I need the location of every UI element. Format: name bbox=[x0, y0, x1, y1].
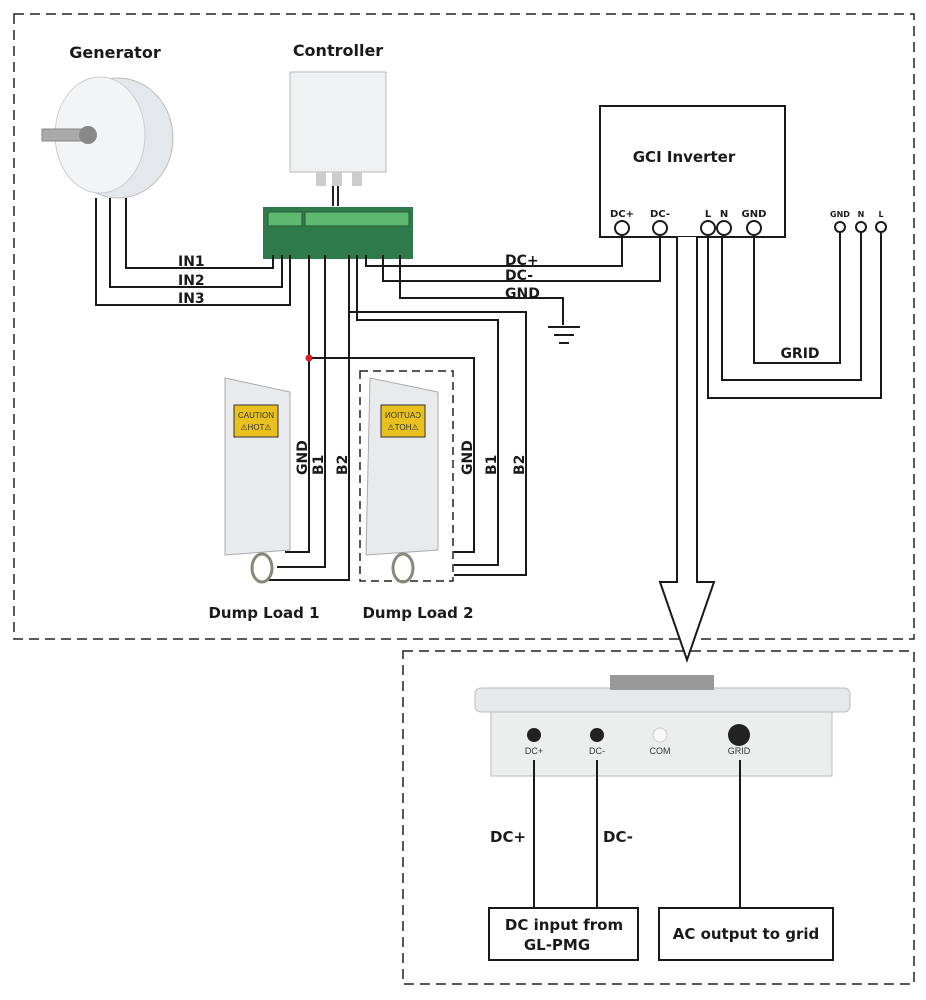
grid-label: GRID bbox=[780, 346, 819, 362]
terminal-icon bbox=[834, 221, 846, 233]
dump-load-2-frame bbox=[359, 370, 454, 582]
terminal-icon bbox=[716, 220, 732, 236]
b1-label-2: B1 bbox=[484, 455, 500, 475]
inverter-unit-icon bbox=[474, 675, 851, 777]
in2-label: IN2 bbox=[178, 273, 205, 289]
arrow-down-icon bbox=[658, 237, 716, 664]
in1-label: IN1 bbox=[178, 254, 205, 270]
dc-plus-label: DC+ bbox=[505, 253, 539, 269]
lower-frame bbox=[402, 650, 915, 985]
terminal-icon bbox=[875, 221, 887, 233]
grid-terminal-label: GND bbox=[830, 210, 850, 219]
port-label: DC+ bbox=[525, 746, 543, 756]
ac-output-box bbox=[658, 907, 834, 961]
dump-load-2-label: Dump Load 2 bbox=[362, 604, 473, 622]
gci-inverter-label: GCI Inverter bbox=[633, 148, 736, 166]
upper-frame bbox=[13, 13, 915, 640]
gnd-label: GND bbox=[505, 286, 540, 302]
dc-input-line1: DC input from bbox=[505, 916, 623, 934]
generator-label: Generator bbox=[69, 43, 161, 62]
dump-load-2-icon: CAUTION ⚠HOT⚠ bbox=[365, 377, 439, 584]
inverter-terminal-label: DC+ bbox=[610, 209, 634, 220]
terminal-icon bbox=[700, 220, 716, 236]
gci-inverter-box bbox=[599, 105, 786, 238]
bottom-wires bbox=[533, 760, 741, 908]
terminal-icon bbox=[652, 220, 668, 236]
grid-terminal-label: N bbox=[858, 210, 865, 219]
controller-label: Controller bbox=[293, 41, 383, 60]
grid-terminal-label: L bbox=[878, 210, 883, 219]
grid-wires bbox=[707, 232, 882, 399]
generator-wires bbox=[95, 198, 291, 306]
inverter-ports: DC+ DC- COM GRID bbox=[525, 746, 751, 756]
dump-load-1-label: Dump Load 1 bbox=[208, 604, 319, 622]
dc-input-line2: GL-PMG bbox=[524, 936, 590, 954]
hot-text: ⚠HOT⚠ bbox=[240, 423, 271, 432]
ac-output-label: AC output to grid bbox=[673, 925, 820, 943]
dc-minus-label: DC- bbox=[505, 268, 533, 284]
caution-text-mirrored: CAUTION bbox=[385, 411, 421, 420]
bottom-dc-minus-label: DC- bbox=[603, 828, 633, 846]
inverter-terminal-label: GND bbox=[742, 209, 767, 220]
terminal-icon bbox=[746, 220, 762, 236]
generator-icon bbox=[41, 76, 174, 199]
caution-text: CAUTION bbox=[238, 411, 274, 420]
dump-load-wires bbox=[268, 255, 527, 581]
terminal-icon bbox=[855, 221, 867, 233]
bottom-dc-plus-label: DC+ bbox=[490, 828, 526, 846]
dc-wires bbox=[365, 236, 661, 344]
gnd-label-1: GND bbox=[295, 440, 311, 475]
in3-label: IN3 bbox=[178, 291, 205, 307]
inverter-terminal-label: DC- bbox=[650, 209, 670, 220]
grid-terminals: GND N L bbox=[830, 210, 887, 233]
inverter-terminal-label: N bbox=[720, 209, 728, 220]
b2-label-1: B2 bbox=[335, 455, 351, 475]
dump-load-1-icon: CAUTION ⚠HOT⚠ bbox=[224, 377, 291, 584]
dc-input-box bbox=[488, 907, 639, 961]
inverter-terminal-label: L bbox=[705, 209, 712, 220]
controller-pcb bbox=[263, 207, 413, 259]
controller-icon bbox=[289, 71, 387, 206]
gnd-label-2: GND bbox=[460, 440, 476, 475]
b1-label-1: B1 bbox=[311, 455, 327, 475]
terminal-icon bbox=[614, 220, 630, 236]
port-label: COM bbox=[650, 746, 671, 756]
port-label: GRID bbox=[728, 746, 751, 756]
b2-label-2: B2 bbox=[512, 455, 528, 475]
port-label: DC- bbox=[589, 746, 605, 756]
hot-text-mirrored: ⚠HOT⚠ bbox=[387, 423, 418, 432]
junction-dot bbox=[305, 354, 313, 362]
